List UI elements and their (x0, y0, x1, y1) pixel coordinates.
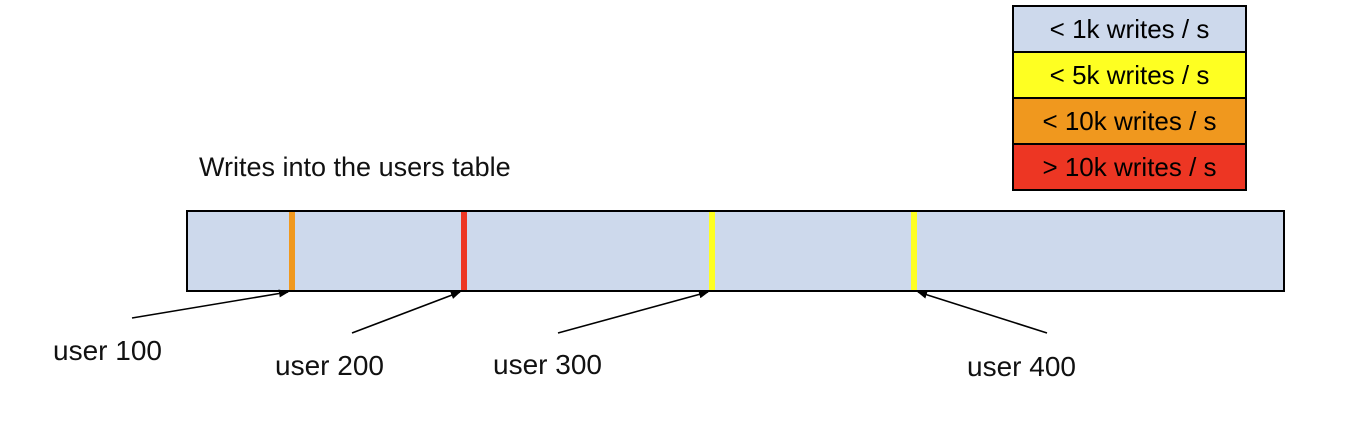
hotspot-marker-user-200 (461, 212, 467, 290)
arrow-user-300 (557, 290, 709, 334)
diagram-title: Writes into the users table (199, 152, 511, 182)
legend-label: < 1k writes / s (1049, 13, 1210, 44)
legend-label: > 10k writes / s (1042, 151, 1217, 182)
hotspot-marker-user-100 (289, 212, 295, 290)
legend-label: < 5k writes / s (1049, 59, 1210, 90)
legend: < 1k writes / s < 5k writes / s < 10k wr… (1012, 5, 1247, 191)
hotspot-marker-user-300 (709, 212, 715, 290)
legend-row-gt-10k: > 10k writes / s (1012, 143, 1247, 191)
arrow-user-400 (917, 290, 1048, 334)
user-300-label: user 300 (493, 349, 602, 380)
arrow-user-100 (131, 289, 289, 319)
user-100-label: user 100 (53, 335, 162, 366)
arrow-user-200 (351, 291, 461, 334)
user-400-label: user 400 (967, 351, 1076, 382)
legend-label: < 10k writes / s (1042, 105, 1217, 136)
legend-row-lt-1k: < 1k writes / s (1012, 5, 1247, 53)
hotspot-marker-user-400 (911, 212, 917, 290)
users-table-bar (186, 210, 1285, 292)
legend-row-lt-10k: < 10k writes / s (1012, 97, 1247, 145)
user-200-label: user 200 (275, 350, 384, 381)
legend-row-lt-5k: < 5k writes / s (1012, 51, 1247, 99)
